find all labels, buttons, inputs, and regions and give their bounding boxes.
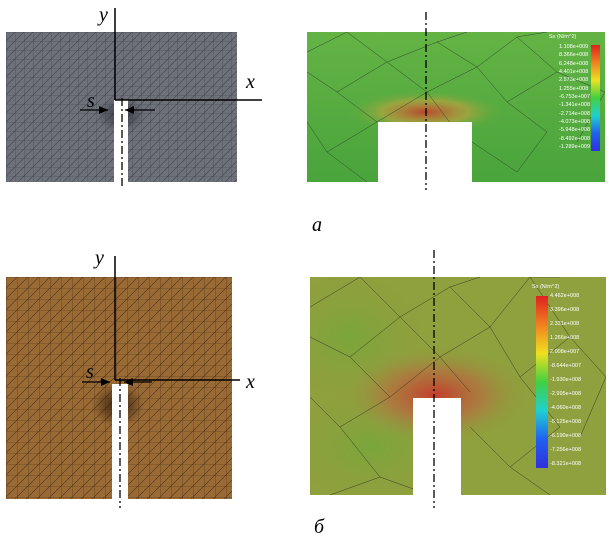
legend-a-tick-2: 6.248e+008: [559, 60, 589, 67]
legend-b-tick-7: -2.995e+008: [550, 391, 582, 397]
mesh-grid-b: [6, 277, 232, 499]
legend-a-tick-7: -1.341e+008: [559, 102, 591, 109]
legend-a-tick-10: -5.948e+008: [559, 127, 591, 134]
legend-a-tick-5: 1.255e+008: [559, 85, 589, 92]
caption-a: а: [312, 214, 322, 236]
legend-a-tick-3: 4.401e+008: [559, 69, 589, 75]
legend-a-tick-8: -2.714e+008: [559, 110, 591, 117]
legend-b-tick-10: -6.190e+008: [550, 433, 582, 439]
legend-a-tick-0: 1.108e+009: [559, 44, 589, 50]
legend-a-tick-12: -1.289e+009: [559, 144, 591, 150]
mesh-panel-a: [6, 32, 237, 182]
y-axis-label-b: y: [95, 247, 104, 269]
legend-b-tick-4: 2.008e+007: [550, 349, 580, 355]
legend-b-tick-1: 3.396e+008: [550, 307, 580, 313]
legend-b-tick-8: -4.060e+008: [550, 405, 582, 411]
y-axis-label-a: y: [99, 4, 108, 26]
s-label-a: s: [87, 90, 95, 112]
stress-plot-b: [310, 277, 606, 495]
stress-field-a: [307, 32, 605, 182]
s-label-b: s: [86, 361, 94, 383]
x-axis-label-b: x: [246, 371, 255, 393]
legend-b-tick-6: -1.930e+008: [550, 377, 582, 383]
legend-b-tick-3: 1.266e+008: [550, 335, 580, 341]
color-legend-b: Sx (N/m^2) 4.462e+008 3.396e+008 2.331e+00…: [528, 284, 606, 476]
x-axis-label-a: x: [246, 71, 255, 93]
stress-field-b: [310, 277, 606, 495]
legend-a-tick-4: 2.573e+008: [559, 77, 589, 84]
legend-bar-a: [591, 45, 600, 151]
legend-title-a: Sx (N/m^2): [549, 34, 577, 40]
stress-plot-a: [307, 32, 605, 182]
legend-b-tick-12: -8.321e+008: [550, 461, 582, 467]
legend-a-tick-9: -4.073e+008: [559, 119, 591, 125]
caption-b: б: [314, 516, 325, 538]
legend-b-tick-11: -7.256e+008: [550, 447, 582, 453]
legend-b-tick-5: -8.644e+007: [550, 363, 582, 369]
mesh-panel-b: [6, 277, 232, 499]
legend-title-b: Sx (N/m^2): [532, 284, 560, 290]
legend-b-tick-2: 2.331e+008: [550, 321, 580, 327]
legend-b-tick-0: 4.462e+008: [550, 293, 580, 299]
legend-bar-b: [536, 296, 548, 468]
legend-b-tick-9: -5.125e+008: [550, 419, 582, 425]
legend-a-tick-11: -8.492e+008: [559, 135, 591, 142]
legend-a-tick-1: 8.366e+008: [559, 52, 589, 59]
legend-a-tick-6: -6.753e+007: [559, 94, 591, 100]
